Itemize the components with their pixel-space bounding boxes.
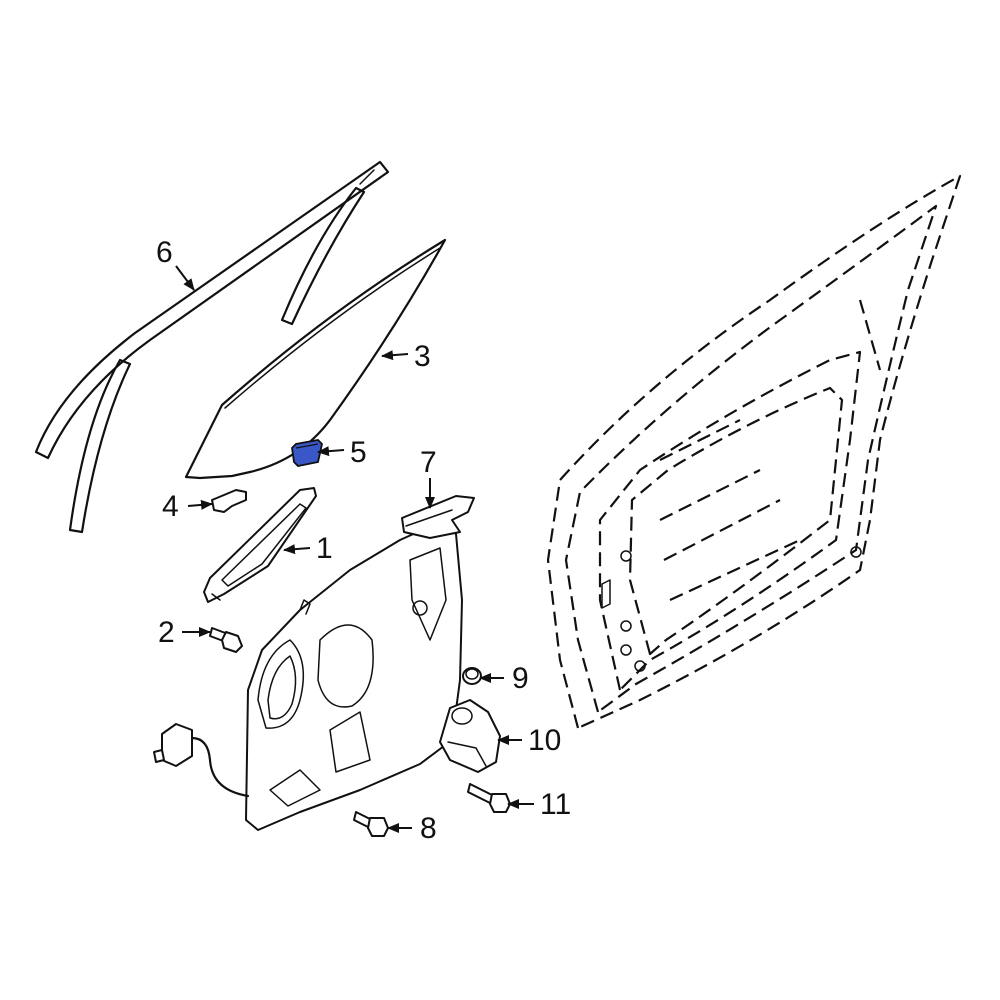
part-11-bolt[interactable]: [467, 783, 511, 813]
callout-10[interactable]: 10: [528, 724, 561, 757]
callout-5[interactable]: 5: [350, 436, 367, 469]
callout-arrows: [175, 265, 534, 833]
part-2-bolt[interactable]: [209, 627, 243, 653]
callout-2[interactable]: 2: [158, 616, 175, 649]
part-4-bracket[interactable]: [211, 489, 247, 513]
part-8-screw[interactable]: [353, 811, 389, 837]
part-5-glass-channel[interactable]: [291, 439, 323, 467]
callout-7[interactable]: 7: [420, 446, 437, 479]
callout-4[interactable]: 4: [162, 490, 179, 523]
callout-9[interactable]: 9: [512, 662, 529, 695]
callout-1[interactable]: 1: [316, 532, 333, 565]
part-7-module-panel[interactable]: [245, 495, 475, 831]
wire-harness[interactable]: [153, 723, 250, 798]
part-1-regulator-channel[interactable]: [203, 487, 317, 603]
part-9-cap[interactable]: [462, 667, 482, 685]
door-inner-panel: [546, 174, 962, 730]
callout-8[interactable]: 8: [420, 812, 437, 845]
part-10-motor[interactable]: [439, 699, 501, 773]
part-6-run-channel[interactable]: [34, 160, 390, 534]
callout-3[interactable]: 3: [414, 340, 431, 373]
callout-labels: 6 3 5 4 1 2 7 8 9 10 11: [156, 236, 571, 845]
callout-6[interactable]: 6: [156, 236, 173, 269]
callout-11[interactable]: 11: [540, 788, 571, 821]
